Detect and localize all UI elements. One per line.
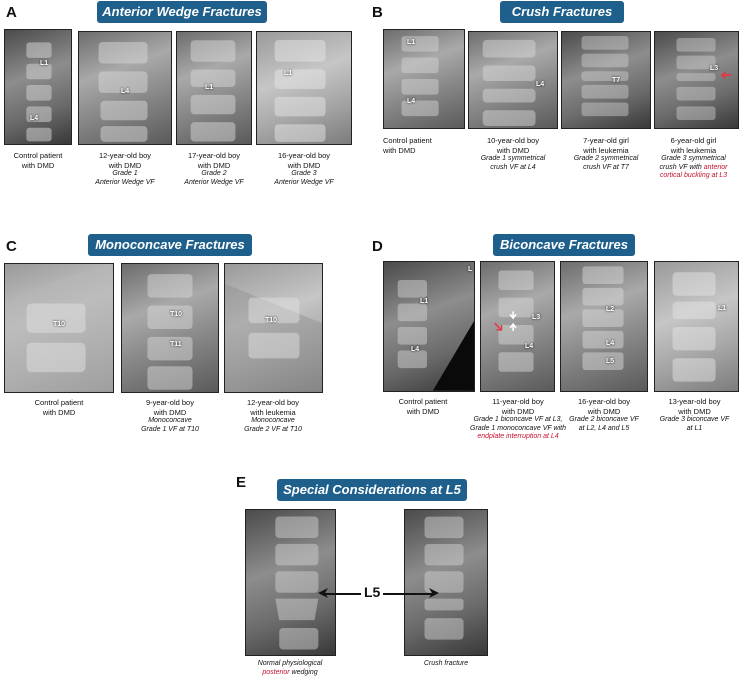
arrow-line-right [383, 593, 433, 595]
vertebra-label: L1 [718, 305, 727, 312]
vertebra-label: L5 [606, 358, 615, 365]
xray-d-grade2: L2 L4 L5 [560, 261, 648, 392]
xray-b-grade2: T7 [561, 31, 651, 129]
xray-d-grade3: L1 [654, 261, 739, 392]
xray-c-grade2: T10 [224, 263, 323, 393]
xray-a-grade3: L1 [256, 31, 352, 145]
vertebra-label: L4 [411, 346, 420, 353]
vertebra-label: L2 [606, 306, 615, 313]
vertebra-label: T10 [170, 311, 183, 318]
panel-title-anterior-wedge: Anterior Wedge Fractures [97, 1, 267, 23]
vertebra-label: L1 [205, 84, 214, 91]
xray-c-control: T10 [4, 263, 114, 393]
panel-letter-e: E [236, 474, 247, 491]
vertebra-label: L4 [536, 81, 545, 88]
vertebra-label: L4 [30, 115, 39, 122]
xray-e-normal [245, 509, 336, 656]
vertebra-label: L1 [420, 298, 429, 305]
vertebra-label: L3 [710, 65, 719, 72]
arrow-head-right-icon [429, 588, 439, 598]
xray-e-crush [404, 509, 488, 656]
xray-b-grade1: L4 [468, 31, 558, 129]
panel-title-special-l5: Special Considerations at L5 [277, 479, 467, 501]
vertebra-label: T7 [612, 77, 621, 84]
l5-label: L5 [361, 584, 384, 600]
panel-title-biconcave: Biconcave Fractures [493, 234, 635, 256]
panel-letter-c: C [6, 238, 17, 255]
xray-a-grade2: L1 [176, 31, 252, 145]
caption-e-normal: Normal physiological posterior wedging [257, 660, 323, 676]
vertebra-label: T10 [265, 317, 278, 324]
xray-c-grade1: T10 T11 [121, 263, 219, 393]
vertebra-label: L4 [606, 340, 615, 347]
vertebra-label: L4 [525, 343, 534, 350]
vertebra-label: L4 [121, 88, 130, 95]
arrow-line-left [322, 593, 362, 595]
vertebra-label: L4 [407, 98, 416, 105]
xray-b-control: L1 L4 [383, 29, 465, 129]
xray-d-control: L L1 L4 [383, 261, 475, 392]
panel-letter-a: A [6, 4, 17, 21]
vertebra-label: T11 [170, 341, 182, 348]
arrow-head-left-icon [318, 588, 328, 598]
panel-title-monoconcave: Monoconcave Fractures [88, 234, 252, 256]
panel-letter-b: B [372, 4, 383, 21]
vertebra-label: L1 [284, 70, 293, 77]
xray-a-grade1: L4 [78, 31, 172, 145]
vertebra-label: L [468, 266, 473, 273]
caption-e-crush: Crush fracture [423, 660, 469, 667]
vertebra-label: L1 [407, 39, 416, 46]
xray-d-grade1: L3 L4 [480, 261, 555, 392]
xray-a-control: L1 L4 [4, 29, 72, 145]
vertebra-label: T10 [53, 321, 66, 328]
xray-b-grade3: L3 [654, 31, 739, 129]
vertebra-label: L3 [532, 314, 541, 321]
panel-letter-d: D [372, 238, 383, 255]
vertebra-label: L1 [40, 60, 49, 67]
panel-title-crush: Crush Fractures [500, 1, 624, 23]
